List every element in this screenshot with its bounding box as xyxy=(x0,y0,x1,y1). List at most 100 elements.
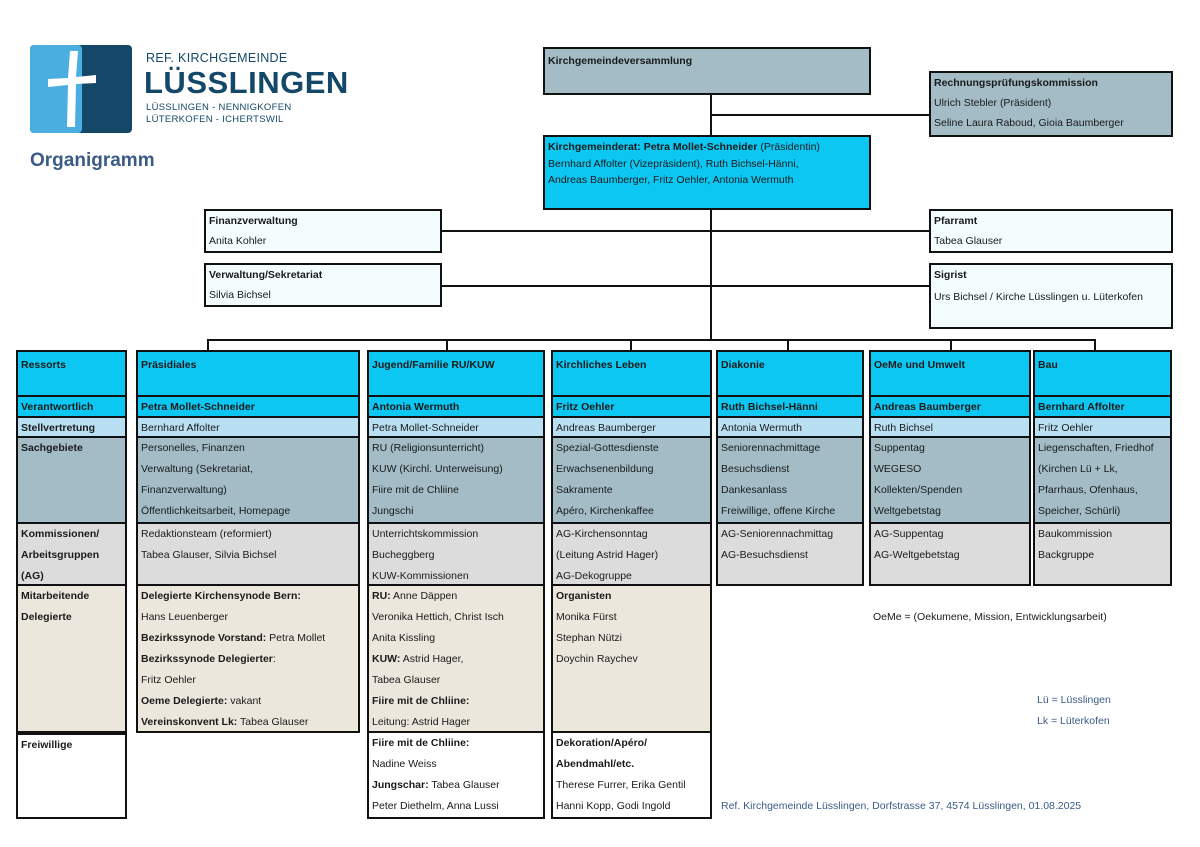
person-line-bold: Delegierte Kirchensynode Bern: xyxy=(141,590,301,602)
logo: REF. KIRCHGEMEINDE LÜSSLINGEN LÜSSLINGEN… xyxy=(30,45,348,135)
kommission-item: AG-Seniorennachmittag xyxy=(721,528,834,540)
person-line-bold: Oeme Delegierte: xyxy=(141,695,228,707)
stellvertretung-name: Ruth Bichsel xyxy=(874,422,933,434)
person-line: Monika Fürst xyxy=(556,607,707,628)
person-line: Dekoration/Apéro/ xyxy=(556,733,707,754)
verantwortlich-name: Ruth Bichsel-Hänni xyxy=(721,401,818,413)
sachgebiet-item: Liegenschaften, Friedhof xyxy=(1038,442,1154,454)
stellvertretung-cell: Antonia Wermuth xyxy=(716,416,864,438)
person-line: KUW: Astrid Hager, xyxy=(372,649,540,670)
kommission-item: Baukommission xyxy=(1038,528,1113,540)
person-line: Veronika Hettich, Christ Isch xyxy=(372,607,540,628)
sachgebiet-item: Kollekten/Spenden xyxy=(874,484,963,496)
mit-label-2: Delegierte xyxy=(21,611,72,623)
versammlung-label: Kirchgemeindeversammlung xyxy=(548,55,693,67)
kirchgemeinderat-box: Kirchgemeinderat: Petra Mollet-Schneider… xyxy=(543,135,871,210)
person-line: Tabea Glauser xyxy=(372,670,540,691)
sachgebiet-item: KUW (Kirchl. Unterweisung) xyxy=(372,463,503,475)
sachgebiet-item: Pfarrhaus, Ofenhaus, xyxy=(1038,484,1138,496)
person-line-bold: Fiire mit de Chliine: xyxy=(372,737,470,749)
person-line: Doychin Raychev xyxy=(556,649,707,670)
pfarramt-box: Pfarramt Tabea Glauser xyxy=(929,209,1173,253)
kommissionen-cell: AG-Kirchensonntag(Leitung Astrid Hager)A… xyxy=(551,522,712,586)
sachgebiet-item: Seniorennachmittage xyxy=(721,442,821,454)
sachgebiete-cell: Liegenschaften, Friedhof(Kirchen Lü + Lk… xyxy=(1033,438,1172,522)
stellvertretung-cell: Ruth Bichsel xyxy=(869,416,1031,438)
sachgebiet-item: Öffentlichkeitsarbeit, Homepage xyxy=(141,505,291,517)
sachgebiet-item: Dankesanlass xyxy=(721,484,787,496)
sachgebiet-item: Sakramente xyxy=(556,484,613,496)
connector-line xyxy=(446,339,448,351)
person-line-text: Tabea Glauser xyxy=(372,674,441,686)
person-line-text: Tabea Glauser xyxy=(237,716,309,728)
sachgebiet-item: Jungschi xyxy=(372,505,414,517)
pfarramt-title: Pfarramt xyxy=(934,215,978,227)
person-line: Stephan Nützi xyxy=(556,628,707,649)
person-line: Bezirkssynode Vorstand: Petra Mollet xyxy=(141,628,355,649)
verantwortlich-name: Antonia Wermuth xyxy=(372,401,460,413)
kommission-item: AG-Weltgebetstag xyxy=(874,549,960,561)
person-line-text: Hans Leuenberger xyxy=(141,611,228,623)
kommission-item: AG-Kirchensonntag xyxy=(556,528,648,540)
mit-label-1: Mitarbeitende xyxy=(21,590,90,602)
column-header-label: Bau xyxy=(1038,359,1058,371)
person-line: Abendmahl/etc. xyxy=(556,754,707,775)
kommission-item: (Leitung Astrid Hager) xyxy=(556,549,659,561)
person-line-bold: Bezirkssynode Vorstand: xyxy=(141,632,267,644)
stellvertretung-label: Stellvertretung xyxy=(21,422,96,434)
person-line: Oeme Delegierte: vakant xyxy=(141,691,355,712)
stellvertretung-cell: Andreas Baumberger xyxy=(551,416,712,438)
column-header: Jugend/Familie RU/KUW xyxy=(367,350,545,395)
person-line-text: Stephan Nützi xyxy=(556,632,622,644)
sachgebiet-item: Freiwillige, offene Kirche xyxy=(721,505,836,517)
person-line: Leitung: Astrid Hager xyxy=(372,712,540,731)
stellvertretung-name: Fritz Oehler xyxy=(1038,422,1093,434)
connector-line xyxy=(207,339,1096,341)
kommission-item: KUW-Kommissionen xyxy=(372,570,469,582)
sachgebiet-item: Personelles, Finanzen xyxy=(141,442,245,454)
column-header: OeMe und Umwelt xyxy=(869,350,1031,395)
mitarbeitende-praesidiales-cell: Delegierte Kirchensynode Bern: Hans Leuen… xyxy=(136,586,360,733)
kommission-item: AG-Besuchsdienst xyxy=(721,549,808,561)
person-line: Delegierte Kirchensynode Bern: xyxy=(141,586,355,607)
person-line: Jungschar: Tabea Glauser xyxy=(372,775,540,796)
sigrist-title: Sigrist xyxy=(934,269,967,281)
person-line-text: : xyxy=(272,653,276,665)
verantwortlich-cell: Fritz Oehler xyxy=(551,395,712,416)
stellvertretung-cell: Bernhard Affolter xyxy=(136,416,360,438)
kommissionen-cell: Redaktionsteam (reformiert)Tabea Glauser… xyxy=(136,522,360,586)
kommission-item: Redaktionsteam (reformiert) xyxy=(141,528,272,540)
ressorts-label: Ressorts xyxy=(21,359,66,371)
rpk-line1: Ulrich Stebler (Präsident) xyxy=(934,97,1052,109)
person-line-text: Astrid Hager, xyxy=(400,653,464,665)
column-header: Diakonie xyxy=(716,350,864,395)
person-line: Hans Leuenberger xyxy=(141,607,355,628)
sachgebiet-item: Speicher, Schürli) xyxy=(1038,505,1121,517)
person-line: RU: Anne Däppen xyxy=(372,586,540,607)
sachgebiet-item: Verwaltung (Sekretariat, xyxy=(141,463,254,475)
finanz-name: Anita Kohler xyxy=(209,235,267,247)
verantwortlich-cell: Bernhard Affolter xyxy=(1033,395,1172,416)
kgr-label: Kirchgemeinderat: Petra Mollet-Schneider xyxy=(548,141,758,153)
kgr-role: (Präsidentin) xyxy=(757,141,820,153)
column-header-label: Jugend/Familie RU/KUW xyxy=(372,359,495,371)
person-line: Nadine Weiss xyxy=(372,754,540,775)
pfarramt-name: Tabea Glauser xyxy=(934,235,1003,247)
kommission-item: Backgruppe xyxy=(1038,549,1095,561)
row-label-freiwillige: Freiwillige xyxy=(16,733,127,819)
rpk-line2: Seline Laura Raboud, Gioia Baumberger xyxy=(934,117,1124,129)
person-line-text: Veronika Hettich, Christ Isch xyxy=(372,611,504,623)
verwaltung-name: Silvia Bichsel xyxy=(209,289,271,301)
kommission-item: Bucheggberg xyxy=(372,549,435,561)
person-line: Anita Kissling xyxy=(372,628,540,649)
church-cross-icon xyxy=(30,45,132,133)
verantwortlich-cell: Andreas Baumberger xyxy=(869,395,1031,416)
connector-line xyxy=(787,339,789,351)
person-line: Fiire mit de Chliine: xyxy=(372,691,540,712)
